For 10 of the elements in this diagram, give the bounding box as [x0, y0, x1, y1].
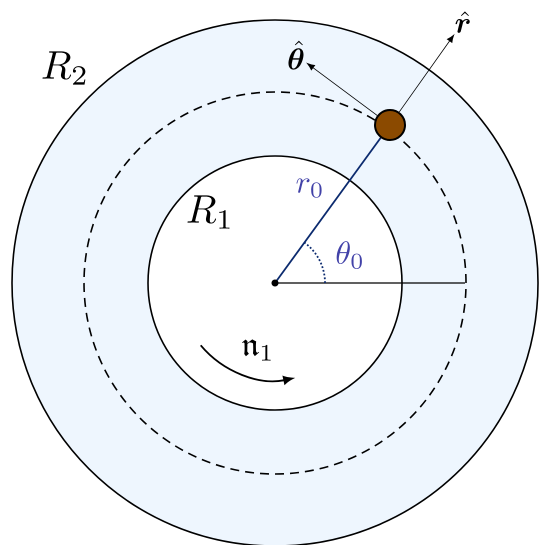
particle	[374, 109, 406, 141]
math-label: $R_2$	[42, 51, 86, 85]
vector-label: $\hat{\boldsymbol{\theta}}$	[288, 40, 304, 70]
unit-vector-arrow	[306, 63, 378, 116]
math-label: $\theta_0$	[336, 241, 362, 269]
math-label: $R_1$	[188, 195, 230, 229]
unit-vector-arrow	[398, 34, 454, 112]
math-label: $r_0$	[296, 178, 322, 198]
vector-label: $\hat{\boldsymbol{r}}$	[456, 11, 470, 33]
math-label: $\mathfrak{n}_1$	[242, 339, 271, 361]
